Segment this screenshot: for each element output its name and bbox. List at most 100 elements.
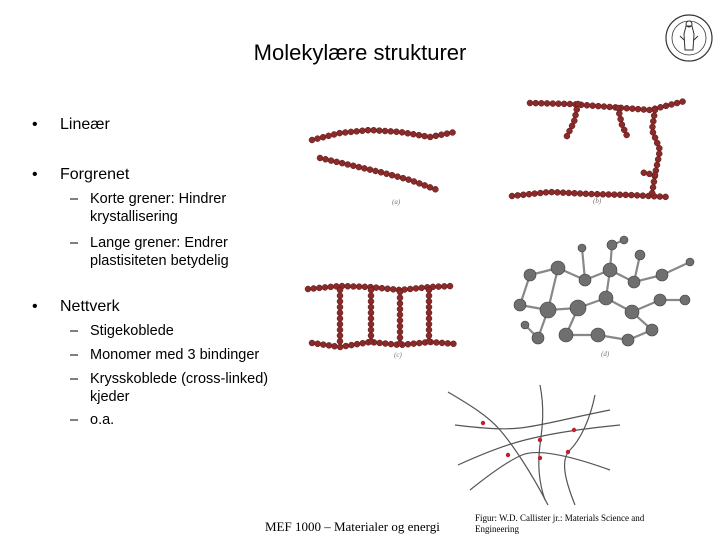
monomer-bead [388,171,396,179]
sub-symbol: – [70,412,79,428]
monomer-bead [576,190,584,197]
monomer-bead [336,315,344,322]
monomer-bead [405,176,412,183]
crosslink-node [537,437,543,443]
bullet-symbol: • [32,298,38,315]
monomer-bead [361,283,369,291]
monomer-bead [673,99,681,107]
crosslink-node [571,427,577,433]
sub-text: Krysskoblede (cross-linked) kjeder [90,371,269,405]
monomer-bead [668,101,675,108]
crosslink-node [480,420,486,426]
monomer-bead [336,298,344,305]
monomer-bead [649,123,656,131]
branch [648,106,663,197]
monomer-bead [574,100,582,108]
monomer-bead [344,161,352,168]
monomer-bead [650,178,658,186]
atom-ball [634,249,646,261]
monomer-bead [367,292,375,299]
monomer-bead [662,102,670,110]
atom-ball [624,304,640,320]
monomer-bead [336,309,344,317]
monomer-bead [634,105,642,113]
monomer-bead [589,102,596,109]
monomer-bead [396,311,404,319]
monomer-bead [321,284,329,291]
university-seal-icon [665,14,713,62]
atom-ball [520,320,530,330]
sub-text: Monomer med 3 bindinger [90,347,260,363]
monomer-bead [542,189,550,196]
monomer-bead [327,283,334,291]
network-chain [469,452,611,491]
monomer-bead [396,328,404,336]
monomer-bead [382,340,389,347]
bullet-text: Lineær [60,116,110,133]
monomer-bead [336,320,344,328]
network-chain [457,424,621,466]
monomer-bead [418,284,425,292]
sub-text: Lange grener: Endrer plastisiteten betyd… [90,235,229,269]
crosslink-rung [425,286,433,345]
monomer-bead [432,132,440,140]
monomer-bead [377,169,385,176]
monomer-bead [629,105,636,112]
branch [640,169,659,179]
atom-ball [513,298,527,312]
monomer-bead [396,300,404,307]
monomer-bead [367,303,375,311]
monomer-bead [367,338,375,345]
monomer-bead [573,106,581,113]
monomer-bead [421,132,428,140]
monomer-bead [410,178,418,185]
monomer-bead [384,285,391,293]
crosslink-node [537,455,543,461]
bullet-text: Nettverk [60,298,120,315]
monomer-bead [378,284,386,292]
monomer-bead [435,283,442,290]
atom-ball [577,243,587,253]
monomer-bead [361,165,368,172]
atom-ball [523,268,537,282]
slide-title: Molekylære strukturer [253,40,467,65]
monomer-bead [421,182,428,189]
monomer-bead [425,292,433,299]
branched-chain [508,188,669,201]
sub-text: Stigekoblede [90,323,174,339]
monomer-bead [359,339,366,347]
branched-chain [526,98,686,114]
monomer-bead [514,192,521,199]
sub-symbol: – [70,323,79,339]
monomer-bead [583,102,591,109]
monomer-bead [654,156,662,163]
monomer-bead [655,150,663,158]
monomer-bead [425,315,433,322]
monomer-bead [538,100,545,107]
monomer-bead [450,340,457,348]
crosslinked-molecule [513,235,695,347]
monomer-bead [657,104,664,111]
monomer-bead [416,180,423,187]
monomer-bead [308,136,316,144]
monomer-bead [656,193,664,200]
monomer-bead [606,103,613,111]
network-chain [447,391,549,506]
monomer-bead [355,283,363,290]
monomer-bead [628,191,635,199]
monomer-bead [327,157,335,164]
atom-ball [653,293,667,307]
monomer-bead [432,186,439,193]
monomer-bead [325,342,333,349]
monomer-bead [650,112,658,119]
atom-ball [627,275,641,289]
atom-ball [619,235,629,245]
monomer-bead [426,133,434,141]
monomer-bead [342,342,350,350]
monomer-bead [555,100,562,107]
monomer-bead [370,126,377,134]
monomer-bead [359,127,366,135]
atom-ball [645,323,659,337]
monomer-bead [582,190,590,198]
monomer-bead [646,170,653,178]
